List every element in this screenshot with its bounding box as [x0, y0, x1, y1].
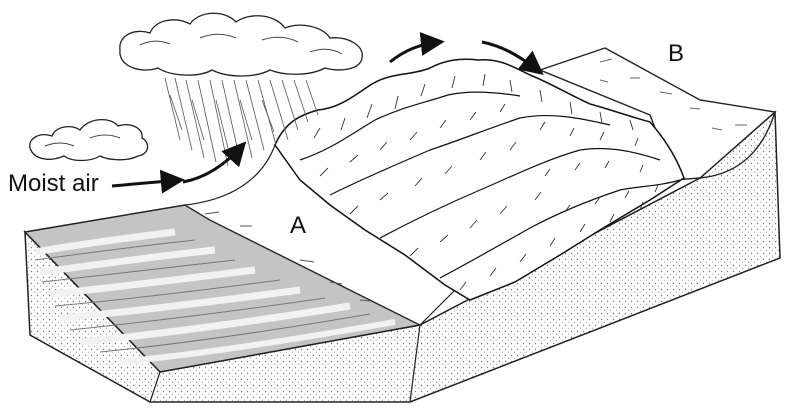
windward-label-a: A — [290, 212, 306, 240]
arrow-upslope — [183, 145, 243, 182]
moist-air-label: Moist air — [8, 170, 99, 198]
small-cloud-icon — [30, 120, 148, 161]
arrow-into-land — [112, 180, 180, 186]
rain-cloud-icon — [120, 13, 363, 76]
leeward-label-b: B — [668, 40, 684, 68]
arrow-over-crest — [390, 42, 440, 62]
